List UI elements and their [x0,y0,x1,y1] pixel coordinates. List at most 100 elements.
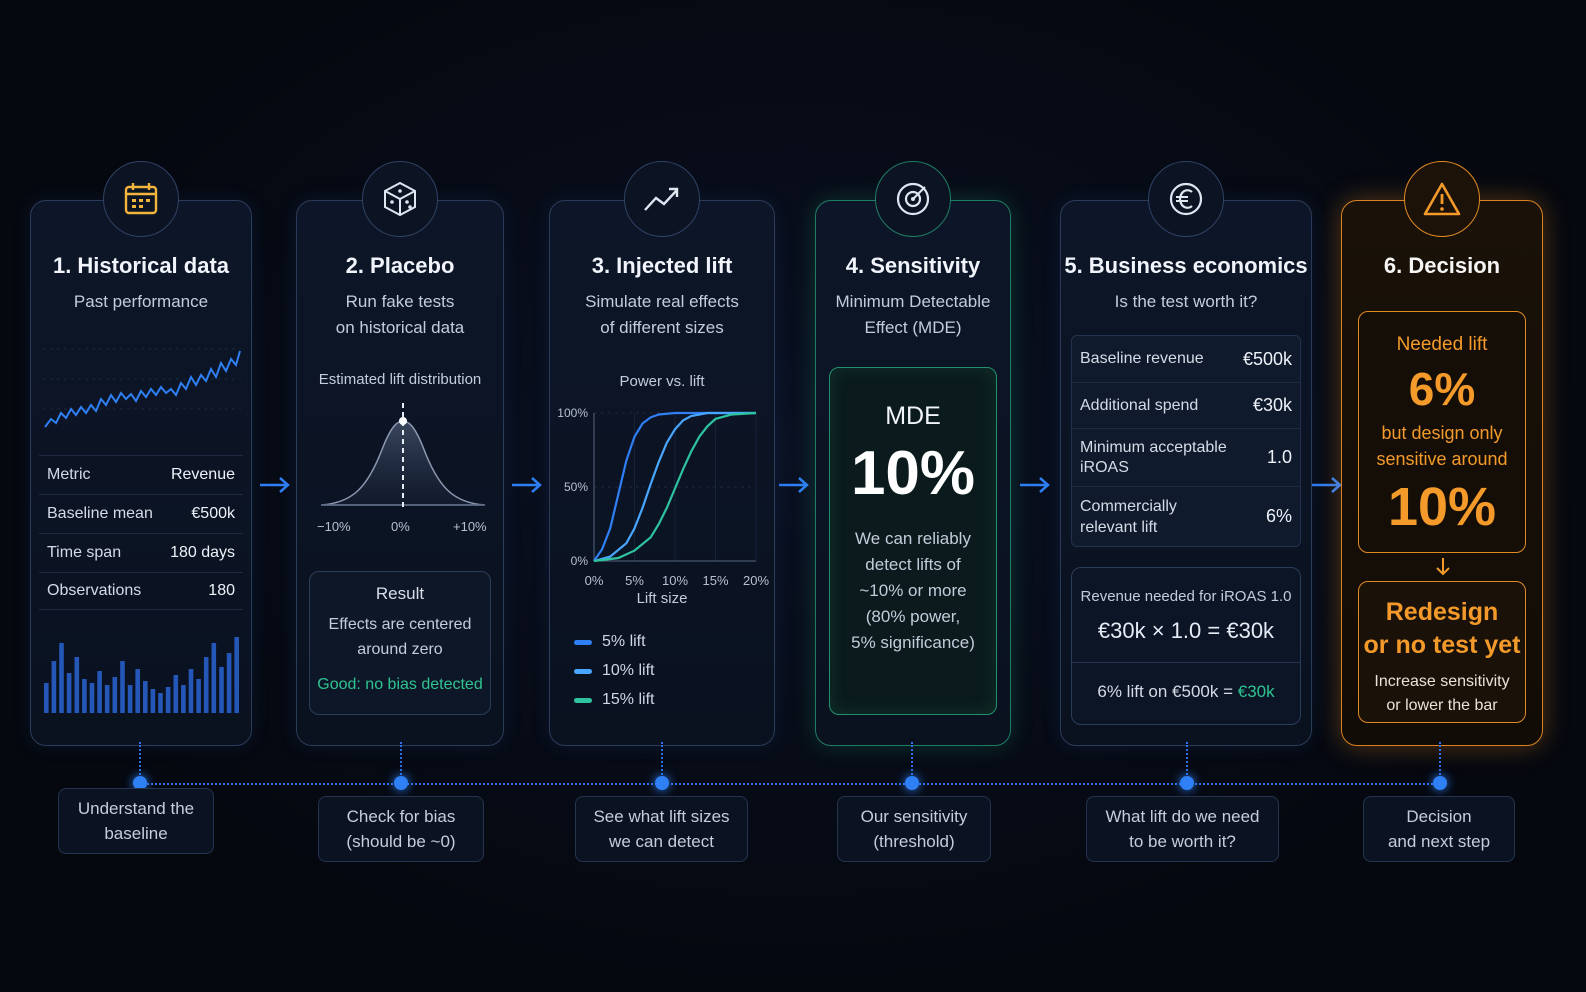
sparkline-bar [97,671,102,713]
historical-bar-sparkline [44,637,239,713]
sparkline-bar [104,685,110,713]
card-title: 6. Decision [1383,253,1501,278]
card-title: 3. Injected lift [591,253,733,278]
sparkline-bar [203,657,209,713]
warning-icon [1404,161,1480,237]
sparkline-bar [143,681,148,713]
trend-up-icon [624,161,700,237]
dice-icon [362,161,438,237]
sparkline-bar [188,669,194,713]
sparkline-bar [196,679,201,713]
revenue-label: Revenue needed for iROAS 1.0 [1080,588,1292,605]
sparkline-bar [89,683,95,713]
euro-icon [1148,161,1224,237]
result-title: Result [375,584,425,603]
legend-item: 15% lift [574,691,654,709]
arrow-down-icon [1436,558,1450,576]
card-subtitle: Is the test worth it? [1114,292,1258,311]
revenue-formula: €30k × 1.0 = €30k [1097,618,1275,643]
historical-line-sparkline [43,348,241,428]
timeline-dot [655,776,669,790]
tick-label: −10% [317,519,351,534]
connector [911,742,913,782]
card-subtitle: Past performance [73,292,209,311]
arrow-right-icon [512,477,542,493]
card-title: 2. Placebo [345,253,455,278]
sparkline-bar [165,687,171,713]
sparkline-bar [127,685,133,713]
x-tick-label: 15% [702,573,728,588]
x-tick-label: 0% [585,573,604,588]
chart-label: Estimated lift distribution [318,371,482,388]
connector [400,742,402,782]
x-axis-label: Lift size [636,590,688,607]
sparkline-bar [74,657,80,713]
sparkline-bar [219,667,224,713]
connector [1186,742,1188,782]
tick-label: +10% [453,519,487,534]
target-icon [875,161,951,237]
table-row: Baseline mean€500k [39,494,243,532]
chart-title: Power vs. lift [619,373,705,390]
sparkline-bar [211,643,217,713]
card-title: 5. Business economics [1064,253,1308,278]
x-tick-label: 10% [662,573,688,588]
connector [661,742,663,782]
sparkline-bar [234,637,239,713]
legend-item: 5% lift [574,633,646,651]
x-tick-label: 20% [743,573,769,588]
calendar-icon [103,161,179,237]
mde-label: MDE [885,402,941,430]
step-label: Check for bias(should be ~0) [318,796,484,862]
table-row: Baseline revenue€500k [1080,348,1292,369]
timeline-dot [1433,776,1447,790]
x-tick-label: 5% [625,573,644,588]
timeline-dot [905,776,919,790]
card-historical-data: 1. Historical data Past performance Metr… [30,161,252,746]
sparkline-bar [226,653,232,713]
sparkline-bar [150,689,156,713]
arrow-right-icon [260,477,290,493]
needed-value: 6% [1408,363,1476,415]
series-line [593,411,756,562]
sparkline-bar [51,661,57,713]
timeline-dot [133,776,147,790]
revenue-box: Revenue needed for iROAS 1.0 €30k × 1.0 … [1071,567,1301,725]
arrow-right-icon [1312,477,1342,493]
sparkline-bar [181,685,186,713]
timeline-dot [394,776,408,790]
sparkline-bar [173,675,179,713]
connector [139,742,141,782]
needed-label: Needed lift [1396,334,1488,355]
sparkline-bar [82,679,87,713]
y-tick-label: 100% [557,406,588,420]
placebo-distribution-chart [320,403,486,507]
economics-table: Baseline revenue€500k Additional spend€3… [1071,335,1301,547]
result-good: Good: no bias detected [317,676,483,693]
series-line [593,411,756,563]
sparkline-bar [66,673,72,713]
legend-item: 10% lift [574,662,654,680]
card-title: 1. Historical data [52,253,230,278]
table-row: Additional spend€30k [1072,382,1300,428]
sparkline-bar [135,669,140,713]
